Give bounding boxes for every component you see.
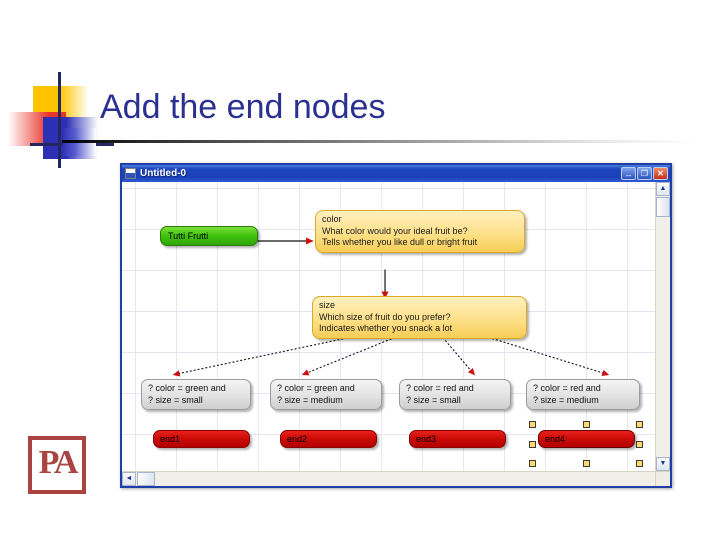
resize-handle-ne[interactable] [636,421,643,428]
condition-line-2: ? size = small [148,394,203,405]
diagram-node-condition[interactable]: ? color = green and ? size = medium [270,379,382,410]
maximize-icon [638,168,651,179]
diagram-node-condition[interactable]: ? color = green and ? size = small [141,379,251,410]
horizontal-scroll-thumb[interactable] [137,472,155,486]
scrollbar-corner [655,471,670,486]
resize-handle-se[interactable] [636,460,643,467]
condition-line-2: ? size = small [406,394,461,405]
resize-handle-sw[interactable] [529,460,536,467]
vertical-scroll-thumb[interactable] [656,197,670,217]
scroll-left-button[interactable]: ◄ [122,472,136,486]
window-body: Tutti Frutti color What color would your… [122,182,670,486]
pa-logo-frame [28,436,86,494]
condition-line-1: ? color = green and [148,383,226,393]
end-node-label: end1 [160,434,181,444]
question-name: size [319,300,336,310]
end-node-label: end2 [287,434,308,444]
minimize-icon [622,168,635,179]
chevron-down-icon: ▼ [659,460,667,467]
title-rule [62,140,698,143]
window-title: Untitled-0 [140,168,187,179]
condition-line-1: ? color = green and [277,383,355,393]
diagram-node-end[interactable]: end2 [280,430,377,448]
question-name: color [322,214,342,224]
page-title: Add the end nodes [100,88,386,126]
start-node-label: Tutti Frutti [168,231,209,241]
question-note: Indicates whether you snack a lot [319,323,453,333]
diagram-node-start[interactable]: Tutti Frutti [160,226,258,246]
diagram-node-condition[interactable]: ? color = red and ? size = small [399,379,511,410]
resize-handle-s[interactable] [583,460,590,467]
diagram-node-end-selected[interactable]: end4 [538,430,635,448]
end-node-label: end3 [416,434,437,444]
maximize-button[interactable] [637,167,652,180]
chevron-up-icon: ▲ [659,185,667,192]
condition-line-2: ? size = medium [277,394,343,405]
condition-line-1: ? color = red and [406,383,474,393]
question-prompt: Which size of fruit do you prefer? [319,311,451,322]
horizontal-scrollbar[interactable]: ◄ [122,471,655,486]
close-icon [654,168,667,179]
question-note: Tells whether you like dull or bright fr… [322,237,478,247]
pa-logo-text: PA [38,444,79,481]
end-node-label: end4 [545,434,566,444]
diagram-node-question-size[interactable]: size Which size of fruit do you prefer? … [312,296,527,339]
condition-line-1: ? color = red and [533,383,601,393]
diagram-canvas[interactable]: Tutti Frutti color What color would your… [122,182,655,471]
vertical-scrollbar[interactable]: ▲ ▼ [655,182,670,471]
diagram-node-condition[interactable]: ? color = red and ? size = medium [526,379,640,410]
chevron-left-icon: ◄ [125,475,133,482]
diagram-node-end[interactable]: end3 [409,430,506,448]
close-button[interactable] [653,167,668,180]
resize-handle-n[interactable] [583,421,590,428]
resize-handle-w[interactable] [529,441,536,448]
pa-logo: PA [28,436,86,494]
minimize-button[interactable] [621,167,636,180]
resize-handle-e[interactable] [636,441,643,448]
condition-line-2: ? size = medium [533,394,599,405]
scroll-down-button[interactable]: ▼ [656,457,670,471]
app-window: Untitled-0 [120,163,672,488]
resize-handle-nw[interactable] [529,421,536,428]
scroll-up-button[interactable]: ▲ [656,182,670,196]
diagram-node-question-color[interactable]: color What color would your ideal fruit … [315,210,525,253]
deco-line-vertical [58,72,61,168]
document-icon [125,168,136,179]
question-prompt: What color would your ideal fruit be? [322,225,468,236]
diagram-node-end[interactable]: end1 [153,430,250,448]
window-titlebar[interactable]: Untitled-0 [122,165,670,182]
